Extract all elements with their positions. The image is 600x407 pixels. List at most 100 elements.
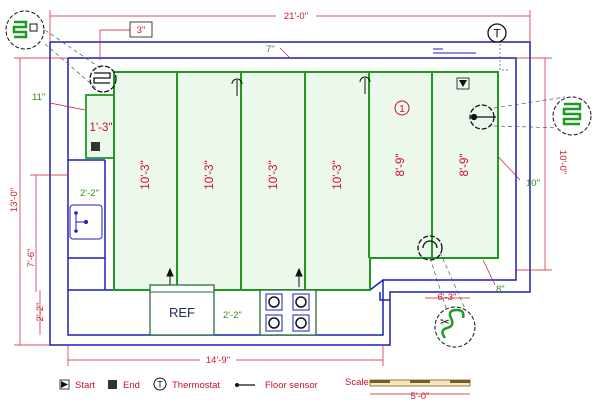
dim-leader [49, 102, 86, 111]
label-bg [200, 353, 236, 365]
stove-box [259, 289, 317, 336]
legend-floor-sensor-label: Floor sensor [265, 380, 318, 391]
serpentine-icon [93, 72, 111, 84]
detail-leader [429, 257, 451, 321]
detail-leader [44, 43, 97, 89]
scissors-icon: ✂ [440, 315, 450, 329]
junction-box-icon [29, 23, 38, 32]
ref-box [149, 284, 215, 336]
detail-leader [439, 251, 471, 321]
start-marker-icon [459, 80, 467, 87]
detail-leader [493, 96, 566, 109]
wall-notch [379, 292, 390, 301]
strip-length-label: 10'-3" [332, 160, 344, 189]
ref-label: REF [169, 305, 195, 320]
edge-gap-bottom-label: 8" [496, 284, 505, 295]
dim-leader [482, 259, 496, 286]
faucet-icon [74, 229, 78, 233]
legend-thermostat-letter: T [157, 380, 163, 390]
heating-mats [85, 71, 499, 291]
thermostat-icon [487, 23, 507, 43]
circuit-marker: 1 [394, 77, 470, 116]
stove [259, 289, 317, 336]
left-mat-length-label: 1'-3" [90, 122, 113, 134]
legend-scale-label: Scale [345, 377, 369, 388]
counter-edge [369, 279, 384, 291]
detail-bubble [552, 96, 592, 136]
circuit-number: 1 [399, 104, 405, 115]
strip-labels: 10'-3" 10'-3" 10'-3" 10'-3" 8'-9" 8'-9" … [90, 122, 471, 190]
detail-bubble [5, 10, 45, 50]
counter-depth-left-label: 2'-2" [80, 188, 99, 199]
dimension-labels: 21'-0" 13'-0" 7'-6" 2'-2" 14'-9" 10'-0" … [9, 9, 568, 366]
circuit-number-circle [394, 100, 410, 116]
burner-icon [265, 293, 283, 311]
detail-bubbles: ✂ [5, 10, 592, 348]
burner-icon [292, 314, 310, 332]
detail-leader [44, 29, 104, 71]
start-arrow-icon [295, 267, 303, 277]
lower-left-height-label: 7'-6" [26, 249, 37, 268]
end-marker [91, 142, 100, 151]
detail-leaders [44, 29, 566, 321]
thermostat-symbol: T [433, 23, 507, 54]
detail-leader [493, 125, 566, 129]
legend-start-label: Start [75, 380, 95, 391]
faucet-icon [74, 211, 78, 215]
overall-width-label: 21'-0" [284, 11, 308, 22]
strip-length-label: 8'-9" [459, 154, 471, 177]
legend-thermostat-label: Thermostat [172, 380, 220, 391]
legend-end-icon [108, 380, 117, 389]
burner-icon [295, 317, 307, 329]
serpentine-icon [441, 308, 465, 339]
label-bg [276, 9, 316, 21]
turn-arrow-icon [231, 78, 243, 85]
legend-floor-sensor-icon [235, 383, 239, 387]
legend-start-icon [59, 379, 70, 390]
bottom-left-height-label: 2'-2" [35, 303, 46, 322]
legend: Start End T Thermostat Floor sensor Scal… [59, 377, 471, 402]
strip-length-label: 10'-3" [140, 160, 152, 189]
sensor-circle [417, 235, 443, 261]
refrigerator: REF [149, 284, 215, 336]
dim-leader [279, 47, 291, 59]
sensor-circle [89, 65, 117, 93]
turn-markers [166, 76, 371, 287]
scale-bar-segment [450, 380, 470, 383]
spacing-box [129, 21, 153, 38]
thermostat-letter: T [493, 27, 501, 41]
overall-height-label: 13'-0" [9, 188, 20, 212]
serpentine-icon [12, 20, 28, 39]
turn-arrow-icon [359, 76, 371, 83]
start-arrow-icon [166, 267, 174, 277]
burner-icon [268, 296, 280, 308]
spacing-label: 3" [137, 25, 146, 36]
edge-gap-top-label: 7" [266, 44, 275, 55]
legend-end-label: End [123, 380, 140, 391]
setback-width-label: 6'-3" [438, 292, 457, 303]
sink-drain-icon [84, 220, 88, 224]
scale-bar-segment [410, 380, 430, 383]
legend-start-icon [61, 381, 68, 388]
burner-icon [295, 296, 307, 308]
right-height-label: 10'-0" [557, 150, 568, 174]
strip-length-label: 10'-3" [268, 160, 280, 189]
edge-gap-left-label: 11" [32, 92, 45, 103]
serpentine-icon [562, 102, 582, 126]
start-marker [456, 77, 470, 90]
edge-gap-right-label: 10" [526, 178, 540, 189]
counter-depth-bottom-label: 2'-2" [223, 310, 242, 321]
scale-value-label: 5'-0" [411, 391, 430, 402]
burner-icon [268, 317, 280, 329]
scale-bar-segment [370, 380, 390, 383]
burner-icon [292, 293, 310, 311]
sink [69, 204, 103, 240]
dim-leader [99, 29, 130, 60]
bottom-width-label: 14'-9" [206, 355, 230, 366]
strip-length-label: 8'-9" [395, 154, 407, 177]
legend-thermostat-icon [153, 377, 167, 391]
strip-length-label: 10'-3" [204, 160, 216, 189]
sensor-details [93, 72, 496, 249]
burner-icon [265, 314, 283, 332]
